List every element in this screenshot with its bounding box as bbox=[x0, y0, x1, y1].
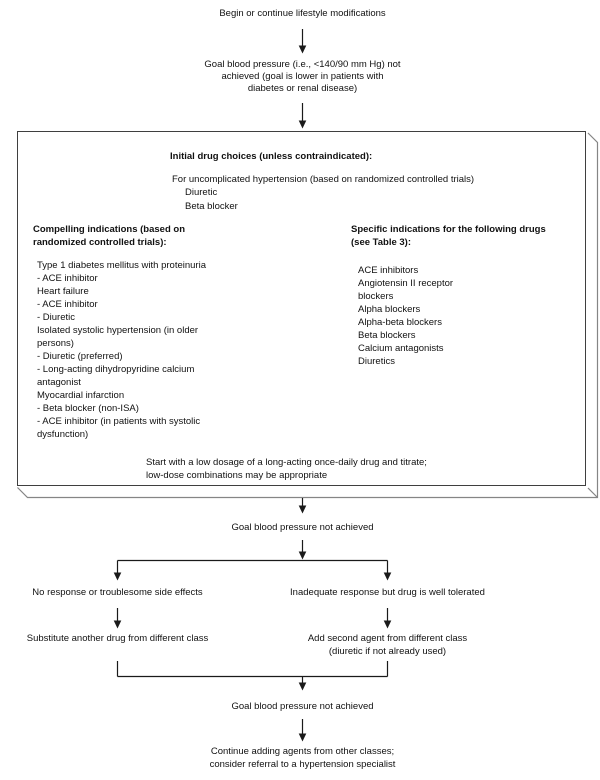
compelling-indications-list: Type 1 diabetes mellitus with proteinuri… bbox=[37, 260, 206, 440]
begin-lifestyle-text: Begin or continue lifestyle modification… bbox=[219, 8, 386, 19]
drug-box-title: Initial drug choices (unless contraindic… bbox=[170, 151, 373, 162]
initial-drug-choices-box: Initial drug choices (unless contraindic… bbox=[17, 131, 586, 486]
goal-bp-not-achieved-2-text: Goal blood pressure not achieved bbox=[231, 701, 374, 712]
arrow-left-action-head bbox=[113, 620, 122, 629]
substitute-drug-text: Substitute another drug from different c… bbox=[26, 633, 209, 644]
add-second-agent-text: Add second agent from different class(di… bbox=[307, 633, 468, 657]
arrow-4-head bbox=[298, 551, 307, 560]
goal-bp-not-achieved-long-text: Goal blood pressure (i.e., <140/90 mm Hg… bbox=[204, 59, 401, 94]
no-response-side-effects-text: No response or troublesome side effects bbox=[32, 587, 203, 598]
box-shadow-corner-diagonal bbox=[587, 487, 598, 498]
inadequate-response-tolerated-text: Inadequate response but drug is well tol… bbox=[290, 587, 485, 598]
specific-indications-heading: Specific indications for the following d… bbox=[351, 224, 546, 248]
arrow-right-action-head bbox=[383, 620, 392, 629]
uncomplicated-hypertension-intro: For uncomplicated hypertension (based on… bbox=[172, 174, 475, 185]
arrow-final-head bbox=[298, 733, 307, 742]
arrow-right-split-head bbox=[383, 572, 392, 581]
arrow-1-head bbox=[298, 45, 307, 54]
drug-box-footer-text: Start with a low dosage of a long-acting… bbox=[146, 457, 427, 481]
arrow-merge-head bbox=[298, 682, 307, 691]
arrow-left-split-head bbox=[113, 572, 122, 581]
arrow-3-head bbox=[298, 505, 307, 514]
arrow-2-head bbox=[298, 120, 307, 129]
goal-bp-not-achieved-1-text: Goal blood pressure not achieved bbox=[231, 522, 374, 533]
continue-adding-agents-text: Continue adding agents from other classe… bbox=[209, 746, 396, 770]
